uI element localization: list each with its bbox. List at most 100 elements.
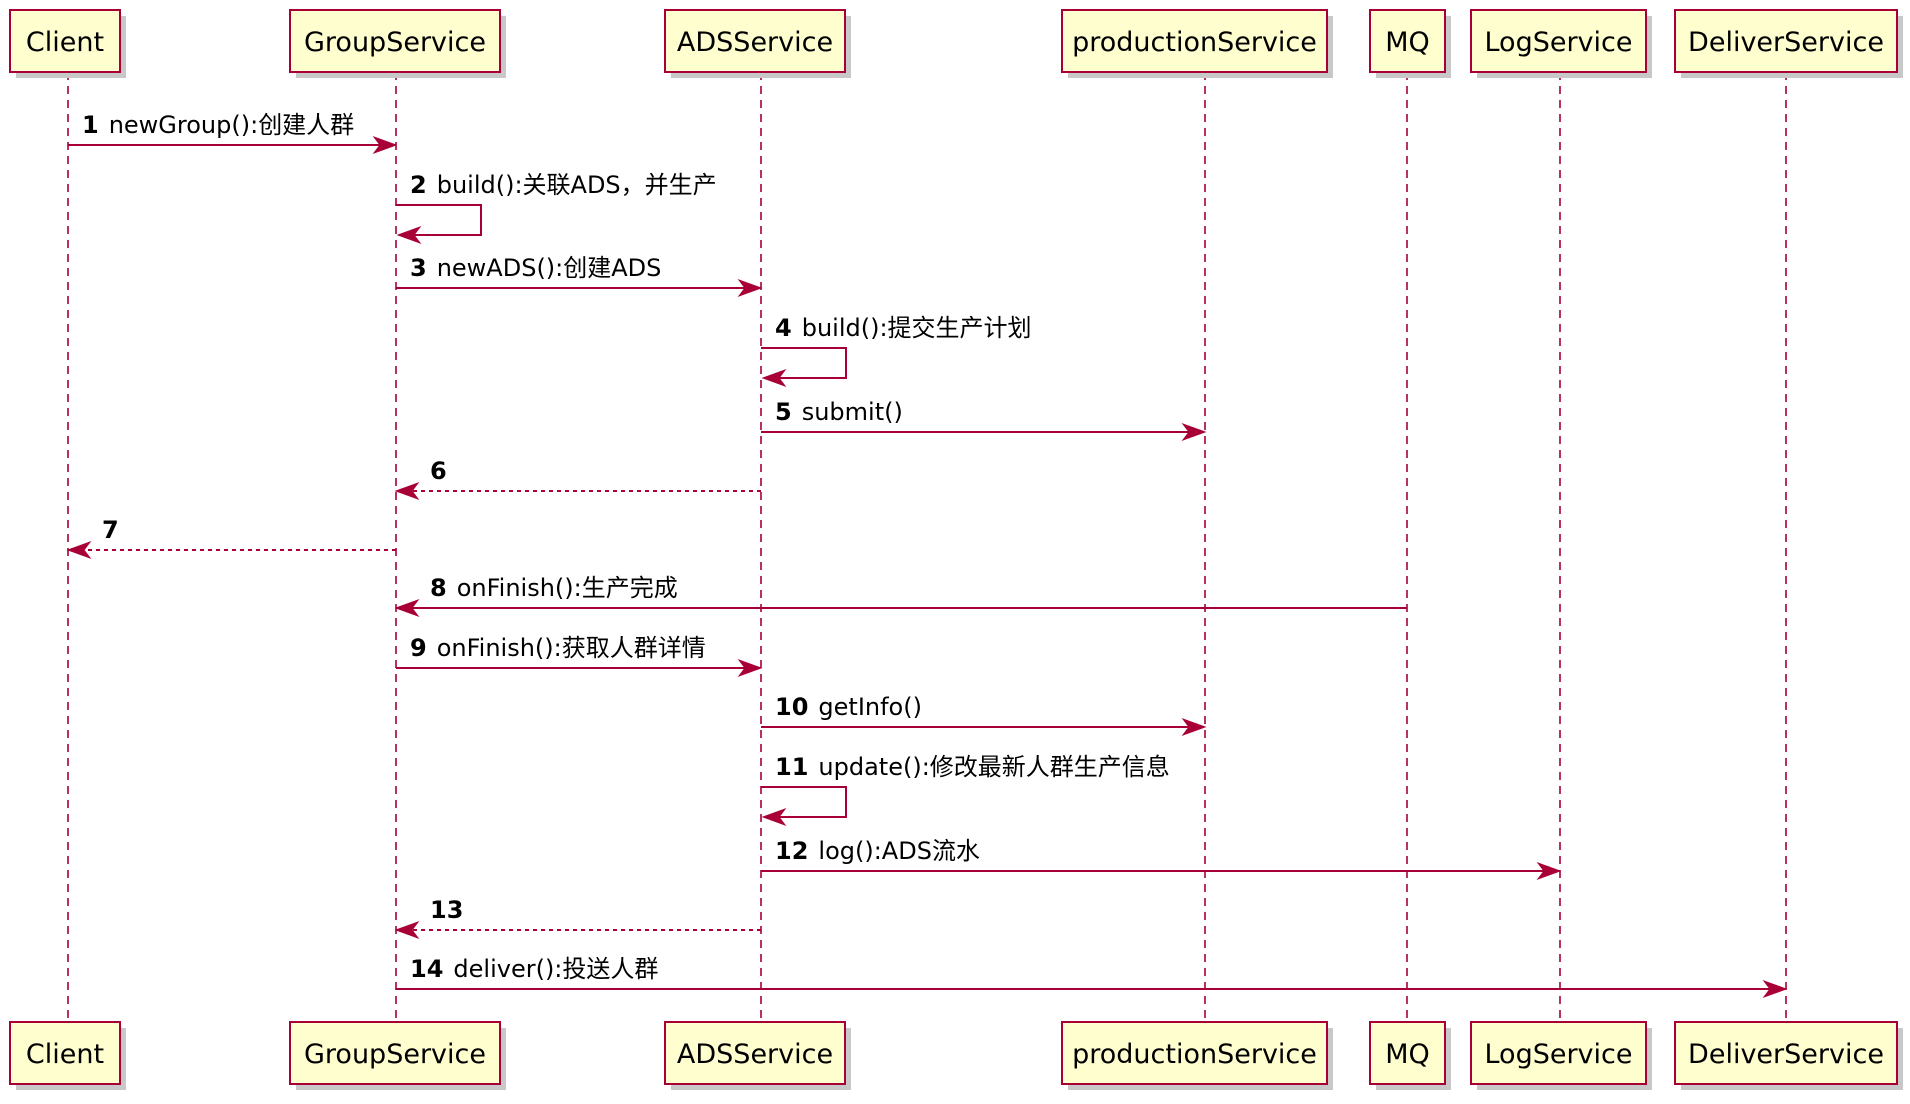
message-8: 8 onFinish():生产完成 bbox=[394, 574, 1407, 618]
participant-group-bottom: GroupService bbox=[289, 1021, 506, 1090]
arrow-head bbox=[761, 807, 787, 827]
message-number: 3 bbox=[410, 254, 427, 282]
message-number: 12 bbox=[775, 837, 808, 865]
message-4: 4 build():提交生产计划 bbox=[761, 314, 1032, 388]
participant-box bbox=[1369, 9, 1446, 73]
message-number: 6 bbox=[430, 457, 447, 485]
participant-label: MQ bbox=[1385, 1039, 1430, 1070]
arrow-head bbox=[66, 540, 92, 560]
participant-label: ADSService bbox=[677, 1039, 833, 1070]
message-label: 6 bbox=[430, 457, 447, 485]
message-text: newADS():创建ADS bbox=[437, 254, 662, 282]
participant-label: Client bbox=[26, 27, 104, 58]
message-label: 11 update():修改最新人群生产信息 bbox=[775, 753, 1170, 781]
participant-box bbox=[664, 9, 846, 73]
participant-label: DeliverService bbox=[1688, 1039, 1884, 1070]
message-label: 4 build():提交生产计划 bbox=[775, 314, 1032, 342]
participant-box bbox=[1674, 9, 1898, 73]
message-label: 9 onFinish():获取人群详情 bbox=[410, 634, 706, 662]
message-label: 13 bbox=[430, 896, 463, 924]
message-number: 8 bbox=[430, 574, 447, 602]
message-line bbox=[396, 204, 482, 236]
message-text: build():提交生产计划 bbox=[802, 314, 1032, 342]
message-text: newGroup():创建人群 bbox=[109, 111, 354, 139]
message-label: 8 onFinish():生产完成 bbox=[430, 574, 678, 602]
participant-client-top: Client bbox=[9, 9, 126, 78]
message-label: 3 newADS():创建ADS bbox=[410, 254, 661, 282]
message-label: 12 log():ADS流水 bbox=[775, 837, 980, 865]
participant-log-bottom: LogService bbox=[1470, 1021, 1652, 1090]
message-7: 7 bbox=[66, 516, 396, 560]
participant-label: MQ bbox=[1385, 27, 1430, 58]
participant-box bbox=[9, 9, 121, 73]
participant-client-bottom: Client bbox=[9, 1021, 126, 1090]
participant-deliver-top: DeliverService bbox=[1674, 9, 1903, 78]
message-14: 14 deliver():投送人群 bbox=[396, 955, 1788, 999]
arrow-head bbox=[396, 225, 422, 245]
participant-group-top: GroupService bbox=[289, 9, 506, 78]
message-3: 3 newADS():创建ADS bbox=[396, 254, 763, 298]
message-label: 1 newGroup():创建人群 bbox=[82, 111, 354, 139]
message-text: build():关联ADS，并生产 bbox=[437, 171, 717, 199]
arrow-head bbox=[394, 598, 420, 618]
message-number: 14 bbox=[410, 955, 443, 983]
arrow-head bbox=[394, 920, 420, 940]
participant-label: ADSService bbox=[677, 27, 833, 58]
participant-ads-bottom: ADSService bbox=[664, 1021, 851, 1090]
message-number: 9 bbox=[410, 634, 427, 662]
participant-log-top: LogService bbox=[1470, 9, 1652, 78]
message-number: 4 bbox=[775, 314, 792, 342]
participants: ClientClientGroupServiceGroupServiceADSS… bbox=[9, 9, 1903, 1090]
message-text: update():修改最新人群生产信息 bbox=[818, 753, 1169, 781]
arrow-head bbox=[1762, 979, 1788, 999]
arrow-head bbox=[761, 368, 787, 388]
participant-box bbox=[664, 1021, 846, 1085]
participant-mq-bottom: MQ bbox=[1369, 1021, 1451, 1090]
participant-label: Client bbox=[26, 1039, 104, 1070]
message-label: 2 build():关联ADS，并生产 bbox=[410, 171, 717, 199]
participant-ads-top: ADSService bbox=[664, 9, 851, 78]
message-text: deliver():投送人群 bbox=[453, 955, 658, 983]
message-number: 5 bbox=[775, 398, 792, 426]
message-text: log():ADS流水 bbox=[818, 837, 980, 865]
message-9: 9 onFinish():获取人群详情 bbox=[396, 634, 763, 678]
arrow-head bbox=[1536, 861, 1562, 881]
message-number: 2 bbox=[410, 171, 427, 199]
participant-label: LogService bbox=[1484, 27, 1632, 58]
message-number: 11 bbox=[775, 753, 808, 781]
arrow-head bbox=[1181, 717, 1207, 737]
message-number: 1 bbox=[82, 111, 99, 139]
participant-box bbox=[1674, 1021, 1898, 1085]
participant-label: LogService bbox=[1484, 1039, 1632, 1070]
message-11: 11 update():修改最新人群生产信息 bbox=[761, 753, 1170, 827]
message-text: submit() bbox=[802, 398, 903, 426]
participant-box bbox=[289, 1021, 501, 1085]
message-line bbox=[761, 347, 847, 379]
message-line bbox=[761, 786, 847, 818]
participant-label: productionService bbox=[1072, 1039, 1317, 1070]
participant-label: GroupService bbox=[304, 1039, 486, 1070]
message-label: 5 submit() bbox=[775, 398, 903, 426]
message-12: 12 log():ADS流水 bbox=[761, 837, 1562, 881]
message-13: 13 bbox=[394, 896, 761, 940]
participant-deliver-bottom: DeliverService bbox=[1674, 1021, 1903, 1090]
message-2: 2 build():关联ADS，并生产 bbox=[396, 171, 717, 245]
arrow-head bbox=[372, 135, 398, 155]
message-number: 13 bbox=[430, 896, 463, 924]
arrow-head bbox=[1181, 422, 1207, 442]
message-text: getInfo() bbox=[818, 693, 922, 721]
arrow-head bbox=[737, 658, 763, 678]
message-label: 7 bbox=[102, 516, 119, 544]
participant-box bbox=[289, 9, 501, 73]
participant-label: GroupService bbox=[304, 27, 486, 58]
message-5: 5 submit() bbox=[761, 398, 1207, 442]
participant-box bbox=[1470, 9, 1647, 73]
participant-box bbox=[1369, 1021, 1446, 1085]
message-text: onFinish():生产完成 bbox=[457, 574, 678, 602]
participant-box bbox=[1061, 1021, 1328, 1085]
participant-production-bottom: productionService bbox=[1061, 1021, 1333, 1090]
message-text: onFinish():获取人群详情 bbox=[437, 634, 706, 662]
participant-production-top: productionService bbox=[1061, 9, 1333, 78]
participant-label: productionService bbox=[1072, 27, 1317, 58]
